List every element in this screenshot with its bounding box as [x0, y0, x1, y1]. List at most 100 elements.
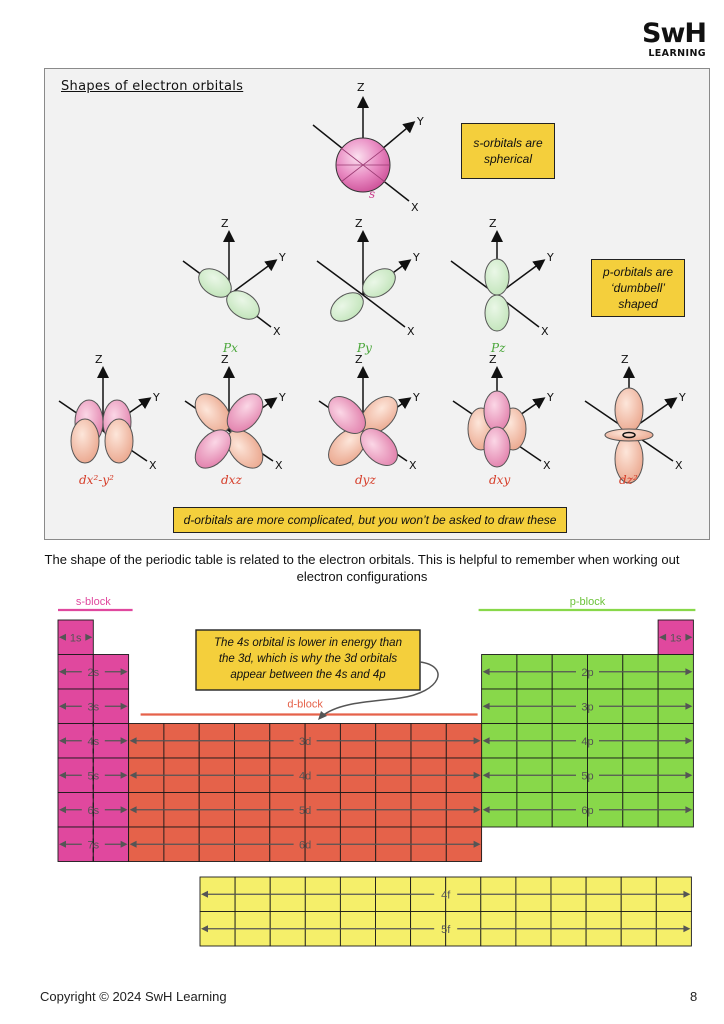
px-orbital: ZYX	[182, 217, 286, 338]
s-orbital: Z Y X	[312, 81, 424, 214]
logo-subtitle: LEARNING	[648, 48, 706, 59]
d-row-4d: 4d	[299, 770, 311, 782]
logo-wordmark: SwH	[642, 18, 707, 49]
s-row-1s-arrowhead-right	[85, 633, 93, 641]
copyright-text: Copyright © 2024 SwH Learning	[40, 989, 227, 1004]
svg-text:X: X	[675, 459, 683, 472]
dz2-orbital: ZYX	[584, 353, 686, 484]
svg-text:X: X	[407, 325, 415, 338]
svg-text:X: X	[541, 325, 549, 338]
page-number: 8	[690, 989, 698, 1004]
px-label: Px	[223, 341, 238, 355]
p-row-3p-arrowhead-left	[482, 702, 490, 710]
d-row-4d-arrowhead-left	[129, 771, 137, 779]
dxz-orbital: Z Y X	[184, 353, 286, 472]
s-row-6s-arrowhead-left	[59, 806, 66, 814]
svg-text:Z: Z	[355, 353, 363, 366]
f-row-4f: 4f	[441, 889, 451, 901]
svg-text:Y: Y	[412, 391, 420, 404]
svg-text:Z: Z	[489, 217, 497, 230]
s-z-label: Z	[357, 81, 365, 94]
s-row-6s: 6s	[87, 805, 99, 817]
s-row-5s-arrowhead-left	[59, 771, 66, 779]
d-row-6d-arrowhead-right	[473, 840, 481, 848]
p-row-2p: 2p	[581, 667, 593, 679]
panel-title: Shapes of electron orbitals	[61, 79, 244, 94]
d-orbital-callout: d-orbitals are more complicated, but you…	[173, 507, 567, 533]
svg-text:Z: Z	[355, 217, 363, 230]
dxy-orbital: ZYX	[452, 353, 554, 472]
d-row-3d-arrowhead-right	[473, 737, 481, 745]
svg-text:Y: Y	[546, 251, 554, 264]
d-row-5d-arrowhead-left	[129, 806, 137, 814]
svg-text:Y: Y	[416, 115, 424, 128]
py-orbital: ZYX	[316, 217, 420, 338]
energy-note-pointer	[321, 661, 439, 717]
svg-text:Z: Z	[221, 353, 229, 366]
s-row-4s-arrowhead-left	[59, 737, 66, 745]
intro-text: The shape of the periodic table is relat…	[44, 552, 680, 584]
energy-note-line: appear between the 4s and 4p	[230, 669, 386, 681]
p-block-label: p-block	[570, 596, 606, 608]
energy-note-line: The 4s orbital is lower in energy than	[214, 637, 402, 649]
f-row-5f-arrowhead-left	[201, 925, 208, 933]
orbitals-panel: Shapes of electron orbitals	[44, 68, 710, 540]
s-row-2s-arrowhead-left	[59, 668, 66, 676]
s-row-2s: 2s	[87, 667, 99, 679]
energy-note-arrowhead	[318, 711, 327, 720]
orbitals-diagram: Z Y X Z Y X Z Y X	[58, 81, 686, 484]
p-row-5p-arrowhead-left	[482, 771, 490, 779]
p-row-4p-arrowhead-right	[685, 737, 693, 745]
s-row-1s: 1s	[70, 632, 82, 644]
s-orbital-callout: s-orbitals are spherical	[461, 123, 555, 179]
he-row-1s-arrowhead-right	[685, 633, 693, 641]
svg-text:Z: Z	[221, 217, 229, 230]
s-row-2s-arrowhead-right	[120, 668, 128, 676]
he-row-1s: 1s	[670, 632, 682, 644]
s-row-3s-arrowhead-left	[59, 702, 66, 710]
svg-text:Y: Y	[152, 391, 160, 404]
d-row-6d-arrowhead-left	[129, 840, 137, 848]
py-label: Py	[357, 341, 372, 355]
dz2-label: dz²	[619, 473, 638, 487]
s-row-4s-arrowhead-right	[120, 737, 128, 745]
f-row-4f-arrowhead-left	[201, 890, 208, 898]
s-row-3s-arrowhead-right	[120, 702, 128, 710]
svg-text:X: X	[411, 201, 419, 214]
svg-text:Y: Y	[546, 391, 554, 404]
dx2y2-orbital: Z Y X	[58, 353, 160, 472]
d-row-3d-arrowhead-left	[129, 737, 137, 745]
f-row-5f-arrowhead-right	[683, 925, 691, 933]
svg-text:Z: Z	[489, 353, 497, 366]
p-row-6p-arrowhead-left	[482, 806, 490, 814]
svg-text:Y: Y	[678, 391, 686, 404]
p-row-2p-arrowhead-left	[482, 668, 490, 676]
d-row-5d: 5d	[299, 805, 311, 817]
s-row-6s-arrowhead-right	[120, 806, 128, 814]
svg-text:X: X	[409, 459, 417, 472]
svg-text:X: X	[275, 459, 283, 472]
p-row-6p-arrowhead-right	[685, 806, 693, 814]
svg-text:X: X	[149, 459, 157, 472]
p-row-2p-arrowhead-right	[685, 668, 693, 676]
s-row-7s: 7s	[87, 839, 99, 851]
svg-text:Y: Y	[278, 251, 286, 264]
swh-learning-logo: SwH LEARNING	[630, 18, 707, 62]
dxz-label: dxz	[221, 473, 242, 487]
p-orbital-callout: p-orbitals are ‘dumbbell’ shaped	[591, 259, 685, 317]
s-row-7s-arrowhead-right	[120, 840, 128, 848]
svg-text:Y: Y	[278, 391, 286, 404]
d-row-3d: 3d	[299, 736, 311, 748]
d-row-5d-arrowhead-right	[473, 806, 481, 814]
energy-note-box	[195, 629, 421, 691]
p-row-5p-arrowhead-right	[685, 771, 693, 779]
energy-note-line: the 3d, which is why the 3d orbitals	[219, 653, 398, 665]
dxy-label: dxy	[489, 473, 511, 487]
d-row-6d: 6d	[299, 839, 311, 851]
pz-label: Pz	[491, 341, 506, 355]
d-block-label: d-block	[287, 699, 323, 711]
svg-text:Z: Z	[95, 353, 103, 366]
dyz-orbital: Z Y X	[318, 353, 420, 472]
s-orbital-label: s	[369, 187, 376, 201]
dx2y2-label: dx²-y²	[79, 473, 114, 487]
